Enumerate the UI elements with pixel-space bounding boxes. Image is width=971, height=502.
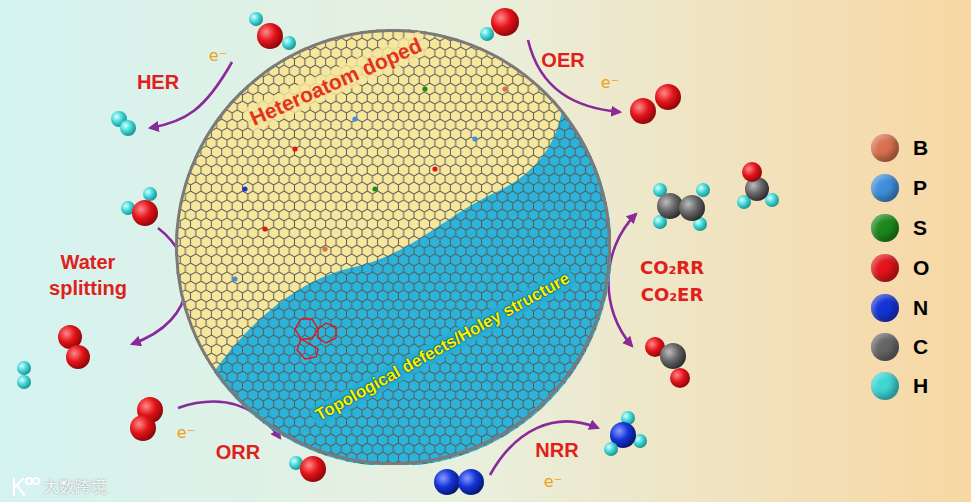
- label-holder: CO₂ER: [641, 283, 704, 306]
- dopant-atom: [372, 186, 377, 191]
- defect-region: Topological defects/Holey structure: [175, 29, 611, 465]
- dopant-atom: [262, 226, 267, 231]
- reaction-name: CO₂ER: [641, 283, 704, 306]
- label-holder: ORR: [216, 439, 260, 465]
- legend-label: O: [913, 256, 929, 280]
- legend-label: N: [913, 296, 928, 320]
- electron-mark: e⁻: [209, 46, 227, 67]
- legend-item: H: [871, 372, 928, 400]
- graphene-lattice: [214, 110, 611, 465]
- electron-mark: e⁻: [601, 73, 619, 94]
- label-holder: CO₂RR: [640, 256, 704, 279]
- reaction-name: NRR: [535, 437, 578, 463]
- dopant-atom: [232, 276, 237, 281]
- legend-item: B: [871, 134, 928, 162]
- dopant-atom: [292, 146, 297, 151]
- watermark: 大数跨境: [43, 477, 107, 498]
- dopant-atom: [352, 116, 357, 121]
- dopant-atom: [242, 186, 247, 191]
- legend-label: H: [913, 374, 928, 398]
- topological-defect: [295, 319, 336, 359]
- legend-item: C: [871, 333, 928, 361]
- legend-label: P: [913, 176, 927, 200]
- label-holder: e⁻: [544, 472, 562, 493]
- label-holder: HER: [137, 69, 179, 95]
- dopant-atom: [502, 86, 507, 91]
- reaction-name: OER: [541, 47, 584, 73]
- reaction-name: CO₂RR: [640, 256, 704, 279]
- legend-swatch: [871, 294, 899, 322]
- legend-swatch: [871, 254, 899, 282]
- electron-mark: e⁻: [544, 472, 562, 493]
- legend-label: B: [913, 136, 928, 160]
- label-holder: OER: [541, 47, 584, 73]
- circle-outline: [177, 31, 610, 464]
- co2-arrow: [608, 214, 636, 346]
- label-holder: Water splitting: [38, 249, 138, 301]
- dopant-atom: [432, 166, 437, 171]
- label-holder: e⁻: [177, 423, 195, 444]
- dopant-atom: [422, 86, 427, 91]
- dopant-atom: [322, 246, 327, 251]
- region-shape: [175, 29, 611, 465]
- legend-item: P: [871, 174, 927, 202]
- label-holder: NRR: [535, 437, 578, 463]
- reaction-name: Water splitting: [38, 249, 138, 301]
- reaction-name: ORR: [216, 439, 260, 465]
- dopant-atom: [472, 136, 477, 141]
- legend-item: O: [871, 254, 929, 282]
- legend-label: C: [913, 335, 928, 359]
- label-holder: 大数跨境: [43, 477, 107, 498]
- molecules: [17, 8, 779, 495]
- blue-half: [214, 110, 611, 465]
- legend-item: N: [871, 294, 928, 322]
- legend-swatch: [871, 174, 899, 202]
- legend-swatch: [871, 372, 899, 400]
- electron-mark: e⁻: [177, 423, 195, 444]
- legend-swatch: [871, 214, 899, 242]
- label-holder: e⁻: [601, 73, 619, 94]
- legend-label: S: [913, 216, 927, 240]
- label-holder: e⁻: [209, 46, 227, 67]
- watermark-logo: [14, 478, 39, 495]
- reaction-name: HER: [137, 69, 179, 95]
- legend-item: S: [871, 214, 927, 242]
- legend-swatch: [871, 333, 899, 361]
- legend-swatch: [871, 134, 899, 162]
